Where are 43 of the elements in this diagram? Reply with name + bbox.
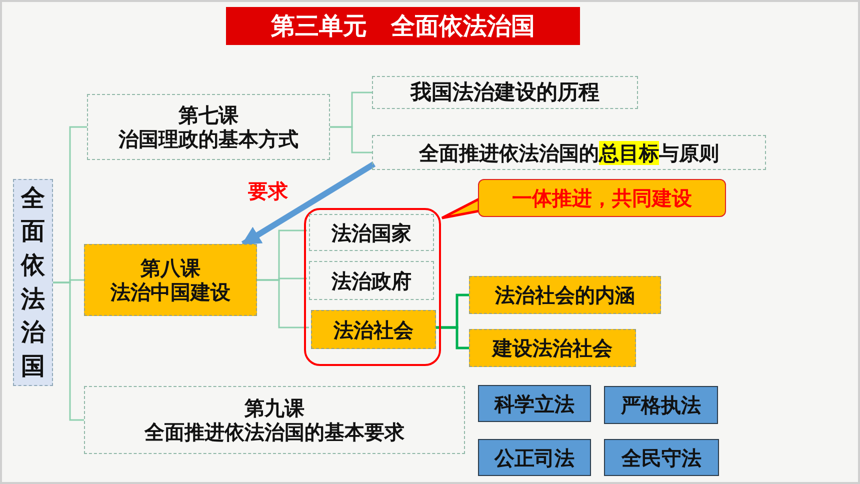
node-text: 法治社会: [334, 318, 414, 342]
title-banner: 第三单元 全面依法治国: [226, 7, 580, 45]
edge-label: 要求: [248, 178, 288, 205]
highlight-box: [84, 244, 257, 316]
topic-box: [309, 214, 434, 251]
requirement-box: [478, 385, 591, 422]
topic-box: [372, 135, 766, 170]
node-text: 法治政府: [332, 268, 412, 292]
highlight-box: [469, 329, 636, 367]
node-text: 一体推进，共同建设: [512, 186, 692, 210]
node-text: 全面推进依法治国的基本要求: [144, 420, 404, 444]
group-frame: [304, 208, 441, 366]
callout-pointer: [440, 196, 480, 220]
connector-line: [330, 126, 372, 154]
node-text: 全面依法治国: [21, 182, 45, 382]
node-text: 严格执法: [621, 393, 701, 417]
node-text: 公正司法: [494, 446, 574, 470]
lesson-heading: 第八课: [140, 256, 200, 280]
node-text: 法治中国建设: [110, 280, 230, 304]
topic-box: [84, 386, 465, 454]
node-text: 法治国家: [332, 220, 412, 244]
topic-box: [309, 261, 434, 300]
node-text: 治国理政的基本方式: [118, 127, 298, 151]
topic-box: [372, 76, 638, 109]
node-text: 法治社会的内涵: [495, 283, 635, 307]
arrow: [241, 161, 376, 247]
lesson-heading: 第七课: [178, 103, 238, 127]
connector-line: [434, 326, 469, 350]
connector-line: [257, 279, 309, 328]
node-text: 全面推进依法治国的总目标与原则: [419, 140, 719, 164]
requirement-box: [604, 439, 719, 476]
highlight-box: [469, 276, 661, 314]
node-text: 建设法治社会: [492, 336, 612, 360]
connector-line: [53, 282, 84, 421]
node-text: 我国法治建设的历程: [410, 80, 600, 106]
topic-box: [13, 179, 53, 386]
node-text: 科学立法: [494, 392, 574, 416]
requirement-box: [478, 439, 591, 476]
highlight-box: [311, 310, 436, 349]
topic-box: [87, 94, 330, 160]
lesson-heading: 第九课: [244, 396, 304, 420]
node-text: 全民守法: [622, 446, 702, 470]
requirement-box: [604, 386, 718, 424]
